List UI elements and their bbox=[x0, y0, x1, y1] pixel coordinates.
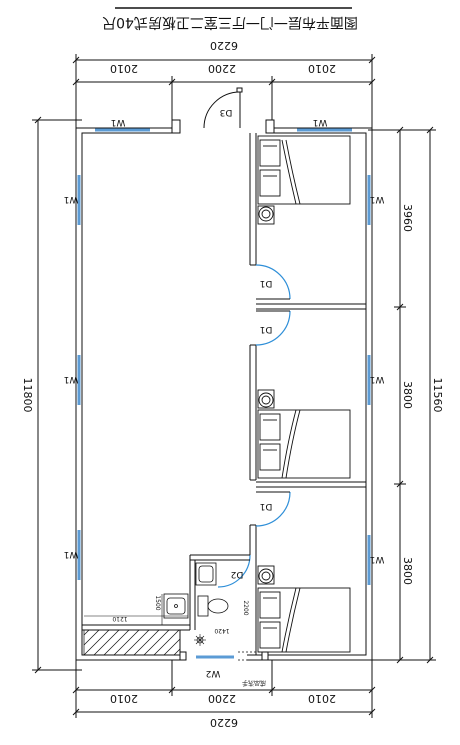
windows bbox=[77, 128, 371, 659]
bottom-dimension-lines bbox=[72, 660, 376, 718]
outer-walls bbox=[75, 127, 373, 661]
door-d1-upper-leaves bbox=[256, 298, 290, 312]
top-door-opening bbox=[180, 126, 268, 136]
drawing-title: 图面平布层一门一厅三室二卫板房式40尺 bbox=[102, 14, 358, 31]
bed-1 bbox=[257, 135, 351, 225]
bathroom-walls bbox=[82, 554, 250, 660]
top-dimension-lines bbox=[72, 54, 376, 128]
dim-top-left: 2010 bbox=[110, 62, 138, 75]
win-right-2-label: W1 bbox=[370, 374, 385, 384]
win-right-1-label: W1 bbox=[370, 194, 385, 204]
win-left-2-label: W1 bbox=[64, 374, 79, 384]
dim-left-total: 11800 bbox=[21, 378, 34, 413]
bath-dim-3: 1500 bbox=[154, 595, 161, 610]
washbasin bbox=[163, 593, 189, 619]
toilet bbox=[197, 595, 229, 617]
win-right-3-label: W1 bbox=[370, 554, 385, 564]
door-d1-label-b: D1 bbox=[260, 324, 273, 334]
door-d3-label: D3 bbox=[220, 107, 233, 117]
bed-2 bbox=[257, 389, 351, 479]
win-left-3-label: W1 bbox=[64, 549, 79, 559]
door-d2-label: D2 bbox=[231, 569, 244, 579]
bottom-note: 成品洗手 bbox=[242, 679, 266, 687]
top-door-jambs bbox=[171, 119, 275, 134]
floor-drain bbox=[194, 634, 206, 646]
win-top-right-label: W1 bbox=[313, 117, 328, 127]
bath-dim-4: 2200 bbox=[242, 600, 249, 615]
dim-right-seg1: 3960 bbox=[401, 204, 414, 232]
dim-top-right: 2010 bbox=[308, 62, 336, 75]
bed-3 bbox=[257, 565, 351, 653]
bath-dim-lines bbox=[84, 594, 188, 625]
win-left-1-label: W1 bbox=[64, 194, 79, 204]
interior-partition bbox=[249, 133, 257, 655]
right-dimension-lines bbox=[368, 126, 436, 664]
door-d1-upper bbox=[255, 264, 291, 346]
door-d1-label-a: D1 bbox=[260, 278, 273, 288]
dim-bottom-mid: 2200 bbox=[208, 692, 236, 705]
dim-bottom-total: 6220 bbox=[210, 716, 238, 729]
door-d1-lower bbox=[255, 491, 291, 527]
bath-dim-1: 1210 bbox=[112, 615, 127, 622]
upper-basin bbox=[195, 562, 217, 586]
bath-dim-2: 1420 bbox=[214, 627, 229, 634]
door-d3 bbox=[203, 87, 243, 129]
door-d1-label-c: D1 bbox=[260, 501, 273, 511]
bottom-jambs bbox=[179, 651, 269, 661]
dim-right-total: 11560 bbox=[431, 378, 444, 413]
dim-bottom-right: 2010 bbox=[308, 692, 336, 705]
shower-hatch bbox=[83, 629, 181, 656]
dim-top-mid: 2200 bbox=[208, 62, 236, 75]
bedroom-cross-walls bbox=[256, 303, 366, 488]
dim-top-total: 6220 bbox=[210, 39, 238, 52]
win-top-left-label: W1 bbox=[111, 117, 126, 127]
dim-right-seg3: 3800 bbox=[401, 557, 414, 585]
left-dimension-lines bbox=[32, 116, 82, 674]
win-bottom-label: W2 bbox=[206, 668, 221, 678]
dim-bottom-left: 2010 bbox=[110, 692, 138, 705]
dim-right-seg2: 3800 bbox=[401, 381, 414, 409]
